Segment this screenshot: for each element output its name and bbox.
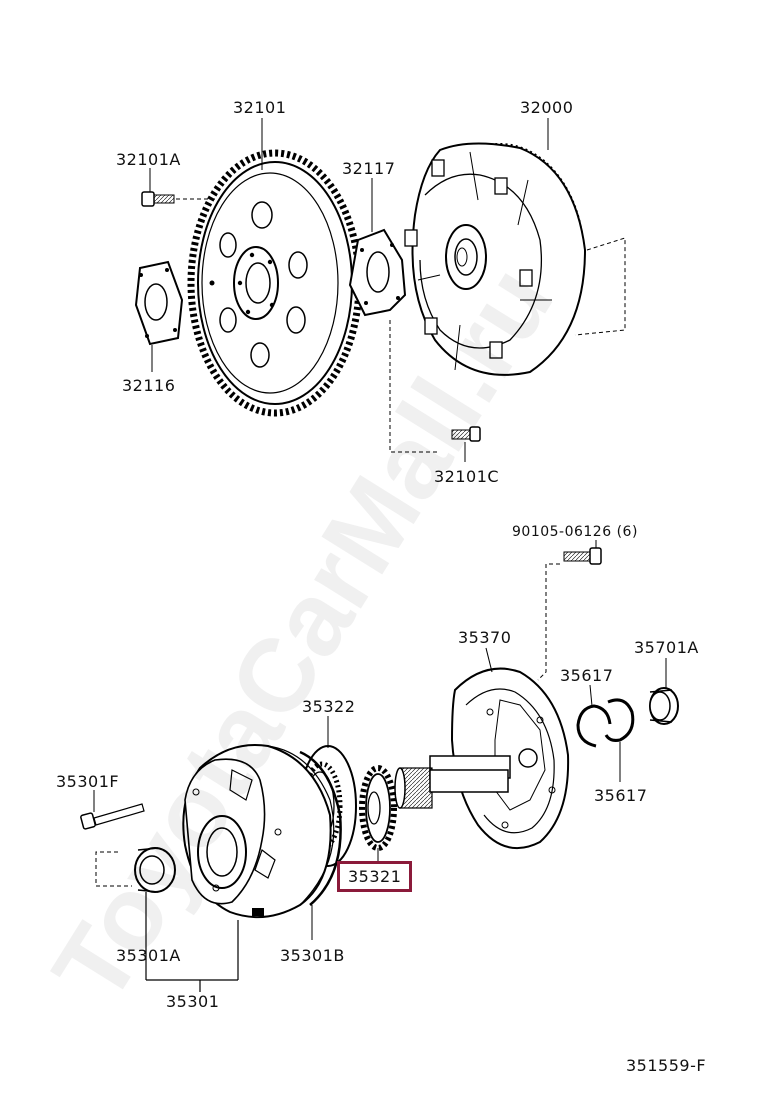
- snap-ring-35617-b[interactable]: [604, 698, 635, 742]
- label-35301a[interactable]: 35301A: [116, 946, 181, 965]
- label-90105[interactable]: 90105-06126 (6): [512, 524, 638, 540]
- dash-90105: [537, 563, 560, 681]
- oil-pump-body-35301[interactable]: [182, 744, 335, 919]
- spacer-plate-32116[interactable]: [134, 260, 184, 346]
- label-35617-b[interactable]: 35617: [594, 786, 648, 805]
- dash-35301a: [95, 851, 132, 887]
- stator-shaft-35370[interactable]: [394, 667, 570, 850]
- leader-35617-a: [589, 684, 593, 707]
- label-35617-a[interactable]: 35617: [560, 666, 614, 685]
- bolt-90105[interactable]: [563, 547, 602, 565]
- label-35701a[interactable]: 35701A: [634, 638, 699, 657]
- torque-converter-32000[interactable]: [404, 142, 587, 376]
- bolt-32101c[interactable]: [451, 426, 481, 442]
- label-35322[interactable]: 35322: [302, 697, 356, 716]
- label-32117[interactable]: 32117: [342, 159, 396, 178]
- dash-32101c: [389, 320, 440, 453]
- label-35321-highlighted[interactable]: 35321: [337, 861, 413, 892]
- o-ring-35301b[interactable]: [299, 750, 342, 906]
- diagram-id: 351559-F: [626, 1056, 707, 1075]
- drive-plate-32117[interactable]: [348, 228, 407, 317]
- ring-35701a[interactable]: [649, 687, 679, 725]
- label-35301f[interactable]: 35301F: [56, 772, 120, 791]
- dash-32000: [574, 237, 626, 336]
- leader-35370: [485, 647, 493, 673]
- label-35370[interactable]: 35370: [458, 628, 512, 647]
- label-32116[interactable]: 32116: [122, 376, 176, 395]
- label-35301[interactable]: 35301: [166, 992, 220, 1011]
- group-bracket-35301: [145, 892, 239, 992]
- snap-ring-35617-a[interactable]: [576, 704, 612, 748]
- flywheel-ring-gear[interactable]: [187, 149, 363, 417]
- label-32000[interactable]: 32000: [520, 98, 574, 117]
- bolt-32101a[interactable]: [141, 191, 175, 207]
- label-35301b[interactable]: 35301B: [280, 946, 345, 965]
- label-32101a[interactable]: 32101A: [116, 150, 181, 169]
- label-32101[interactable]: 32101: [233, 98, 287, 117]
- bolt-35301f[interactable]: [80, 803, 145, 830]
- drive-gear-35321[interactable]: [359, 765, 397, 851]
- oil-seal-35301a[interactable]: [134, 847, 176, 893]
- label-32101c[interactable]: 32101C: [434, 467, 500, 486]
